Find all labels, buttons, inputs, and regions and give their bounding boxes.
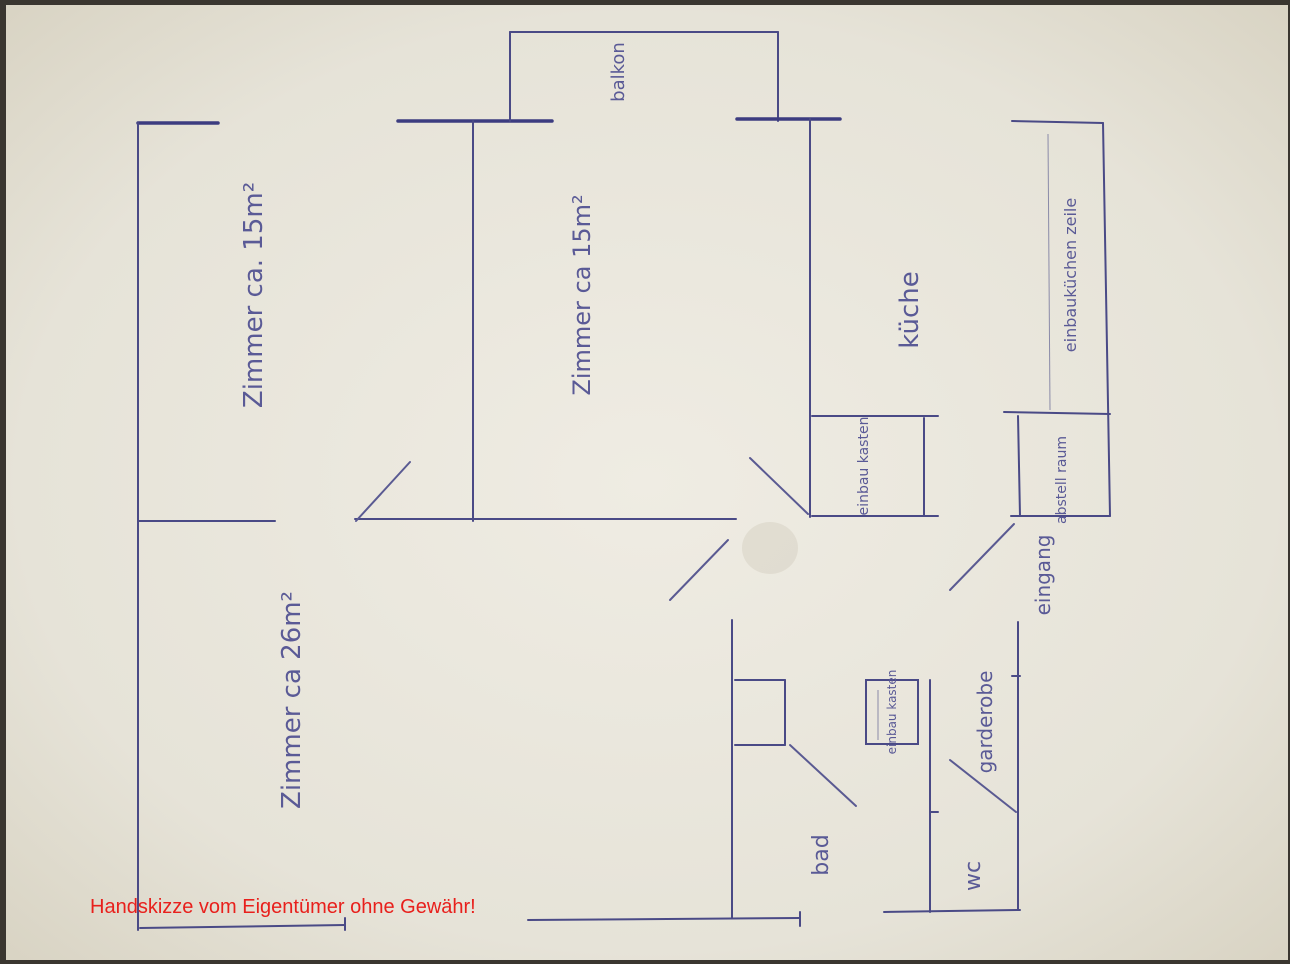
label-room-top-middle: Zimmer ca 15m² xyxy=(568,194,596,395)
walls xyxy=(136,31,1111,931)
label-entrance: eingang xyxy=(1031,535,1055,616)
room-labels: Zimmer ca. 15m² Zimmer ca 15m² Zimmer ca… xyxy=(239,42,1080,891)
label-kitchen-counter: einbauküchen zeile xyxy=(1061,198,1080,352)
doors xyxy=(355,457,1017,813)
paper-sheet xyxy=(6,5,1288,960)
disclaimer-caption: Handskizze vom Eigentümer ohne Gewähr! xyxy=(90,896,476,918)
label-closet-kitchen: einbau kasten xyxy=(856,417,872,516)
label-room-bottom-left: Zimmer ca 26m² xyxy=(277,591,307,809)
label-wc: wc xyxy=(961,861,986,891)
label-kitchen: küche xyxy=(895,271,925,349)
label-bath: bad xyxy=(809,834,834,875)
label-balcony: balkon xyxy=(608,42,629,102)
label-wardrobe-closet: einbau kasten xyxy=(885,670,899,755)
label-wardrobe: garderobe xyxy=(973,671,997,774)
label-storage: abstell raum xyxy=(1054,436,1070,524)
paper-stain xyxy=(742,522,798,574)
label-room-top-left: Zimmer ca. 15m² xyxy=(239,182,269,408)
